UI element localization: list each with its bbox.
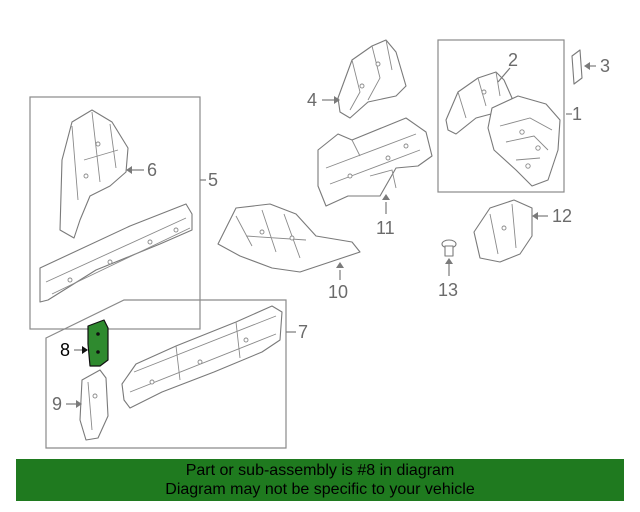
group-box-7 (45, 299, 287, 449)
callout-11: 11 (376, 218, 395, 238)
leader-lines (66, 62, 596, 408)
callout-4: 4 (307, 90, 317, 110)
info-banner: Part or sub-assembly is #8 in diagram Di… (16, 459, 624, 501)
callout-2: 2 (508, 50, 518, 70)
callout-7: 7 (298, 322, 308, 342)
part-6-wheelhouse (59, 109, 129, 239)
callout-6: 6 (147, 160, 157, 180)
part-10-floor-pan (217, 203, 361, 273)
part-13-bolt (441, 239, 457, 257)
callout-1: 1 (572, 104, 582, 124)
part-3-plate (571, 49, 583, 85)
callout-9: 9 (52, 394, 62, 414)
part-12-inner-panel (473, 199, 533, 263)
parts-diagram: 1 2 3 4 5 6 7 8 9 10 11 12 13 (29, 39, 610, 449)
callout-5: 5 (208, 170, 218, 190)
group-box-5 (29, 96, 201, 330)
part-5-rail (39, 203, 193, 303)
callout-8: 8 (60, 340, 70, 360)
part-7-side-rail (121, 305, 283, 409)
part-1-apron (487, 95, 561, 187)
callout-12: 12 (552, 206, 572, 226)
group-box-1 (437, 39, 565, 193)
callout-3: 3 (600, 56, 610, 76)
part-8-reinforcement (87, 319, 109, 367)
part-2-bracket (445, 71, 513, 135)
banner-line-disclaimer: Diagram may not be specific to your vehi… (165, 481, 475, 498)
callout-10: 10 (328, 282, 348, 302)
callout-13: 13 (438, 280, 458, 300)
part-9-bracket (79, 369, 109, 441)
part-4-bracket (337, 39, 407, 119)
banner-line-part: Part or sub-assembly is #8 in diagram (185, 462, 455, 479)
part-11-frame-rail (317, 117, 433, 207)
